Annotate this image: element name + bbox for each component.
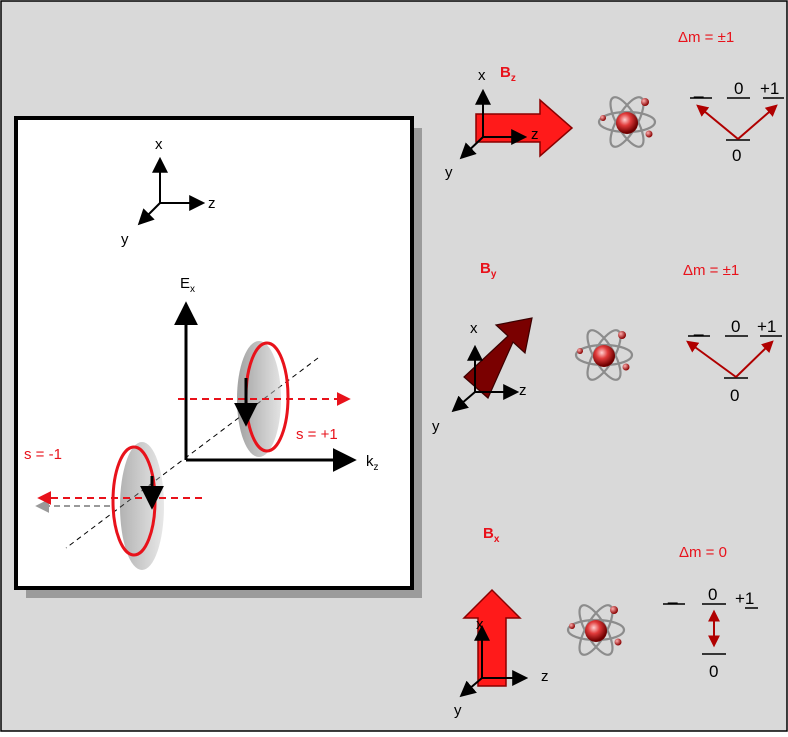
bz-field-arrow — [475, 98, 574, 158]
negative-helicity-label: s = -1 — [24, 446, 62, 463]
bz-field-main: B — [500, 64, 511, 81]
bx-level-plus: +1 — [735, 589, 754, 608]
bx-field-label: Bx — [483, 525, 500, 545]
bx-z-label: z — [541, 668, 549, 685]
bx-y-axis — [459, 677, 483, 698]
bz-level-plus: +1 — [760, 79, 779, 98]
diagonal-dashed-axis — [65, 357, 319, 549]
bz-x-label: x — [478, 67, 486, 84]
by-level-plus: +1 — [757, 317, 776, 336]
by-transition-plus — [735, 340, 774, 378]
bx-field-arrow — [462, 588, 522, 687]
row-by: x z y By Δm = ±1 _ 0 +1 0 — [432, 260, 782, 435]
positive-helicity-photon: s = +1 — [178, 341, 351, 457]
by-field-arrow — [463, 317, 533, 399]
by-transition-minus — [686, 340, 737, 378]
ref-y-axis — [137, 202, 161, 226]
helicity-panel: x z y Ex kz s = +1 s = -1 — [14, 116, 422, 598]
bx-y-label: y — [454, 702, 462, 719]
bz-transition-plus — [737, 104, 778, 140]
bx-ground-level: 0 — [709, 662, 718, 681]
by-field-sub: y — [491, 269, 497, 280]
by-ground-level: 0 — [730, 386, 739, 405]
bz-y-label: y — [445, 164, 453, 181]
by-y-label: y — [432, 418, 440, 435]
panel-frame — [14, 116, 414, 590]
positive-helicity-label: s = +1 — [296, 426, 338, 443]
by-level-minus: _ — [693, 317, 704, 336]
k-axis-sub: z — [374, 462, 379, 473]
field-axis-main: E — [180, 275, 190, 292]
bz-field-label: Bz — [500, 64, 516, 84]
by-y-axis — [451, 391, 476, 413]
ref-x-label: x — [155, 136, 163, 153]
ref-y-label: y — [121, 231, 129, 248]
negative-ring — [111, 445, 157, 557]
bz-selection-rule: Δm = ±1 — [678, 29, 734, 46]
row-bz: x z y Bz Δm = ±1 _ 0 +1 0 — [445, 29, 784, 181]
bz-level-minus: _ — [693, 79, 704, 98]
bx-field-sub: x — [494, 534, 500, 545]
by-selection-rule: Δm = ±1 — [683, 262, 739, 279]
negative-helicity-photon: s = -1 — [24, 442, 202, 570]
k-axis-label: kz — [366, 453, 379, 473]
bz-transition-minus — [696, 104, 739, 140]
ref-z-label: z — [208, 195, 216, 212]
bz-y-axis — [459, 136, 484, 160]
bz-z-label: z — [531, 126, 539, 143]
by-x-label: x — [470, 320, 478, 337]
bx-x-label: x — [476, 616, 484, 633]
bx-level-zero: 0 — [708, 585, 717, 604]
bx-level-minus: _ — [667, 585, 678, 604]
bz-level-zero: 0 — [734, 79, 743, 98]
field-axis-sub: x — [190, 284, 195, 295]
by-field-main: B — [480, 260, 491, 277]
bx-field-main: B — [483, 525, 494, 542]
bx-selection-rule: Δm = 0 — [679, 544, 727, 561]
bz-field-sub: z — [511, 73, 516, 84]
reference-axes: x z y — [121, 136, 216, 248]
field-axes: Ex kz — [65, 275, 379, 549]
field-axis-label: Ex — [180, 275, 195, 295]
by-z-label: z — [519, 382, 527, 399]
by-level-zero: 0 — [731, 317, 740, 336]
by-field-label: By — [480, 260, 497, 280]
bz-ground-level: 0 — [732, 146, 741, 165]
k-axis-main: k — [366, 453, 374, 470]
row-bx: x z y Bx Δm = 0 _ 0 +1 0 — [454, 525, 758, 719]
